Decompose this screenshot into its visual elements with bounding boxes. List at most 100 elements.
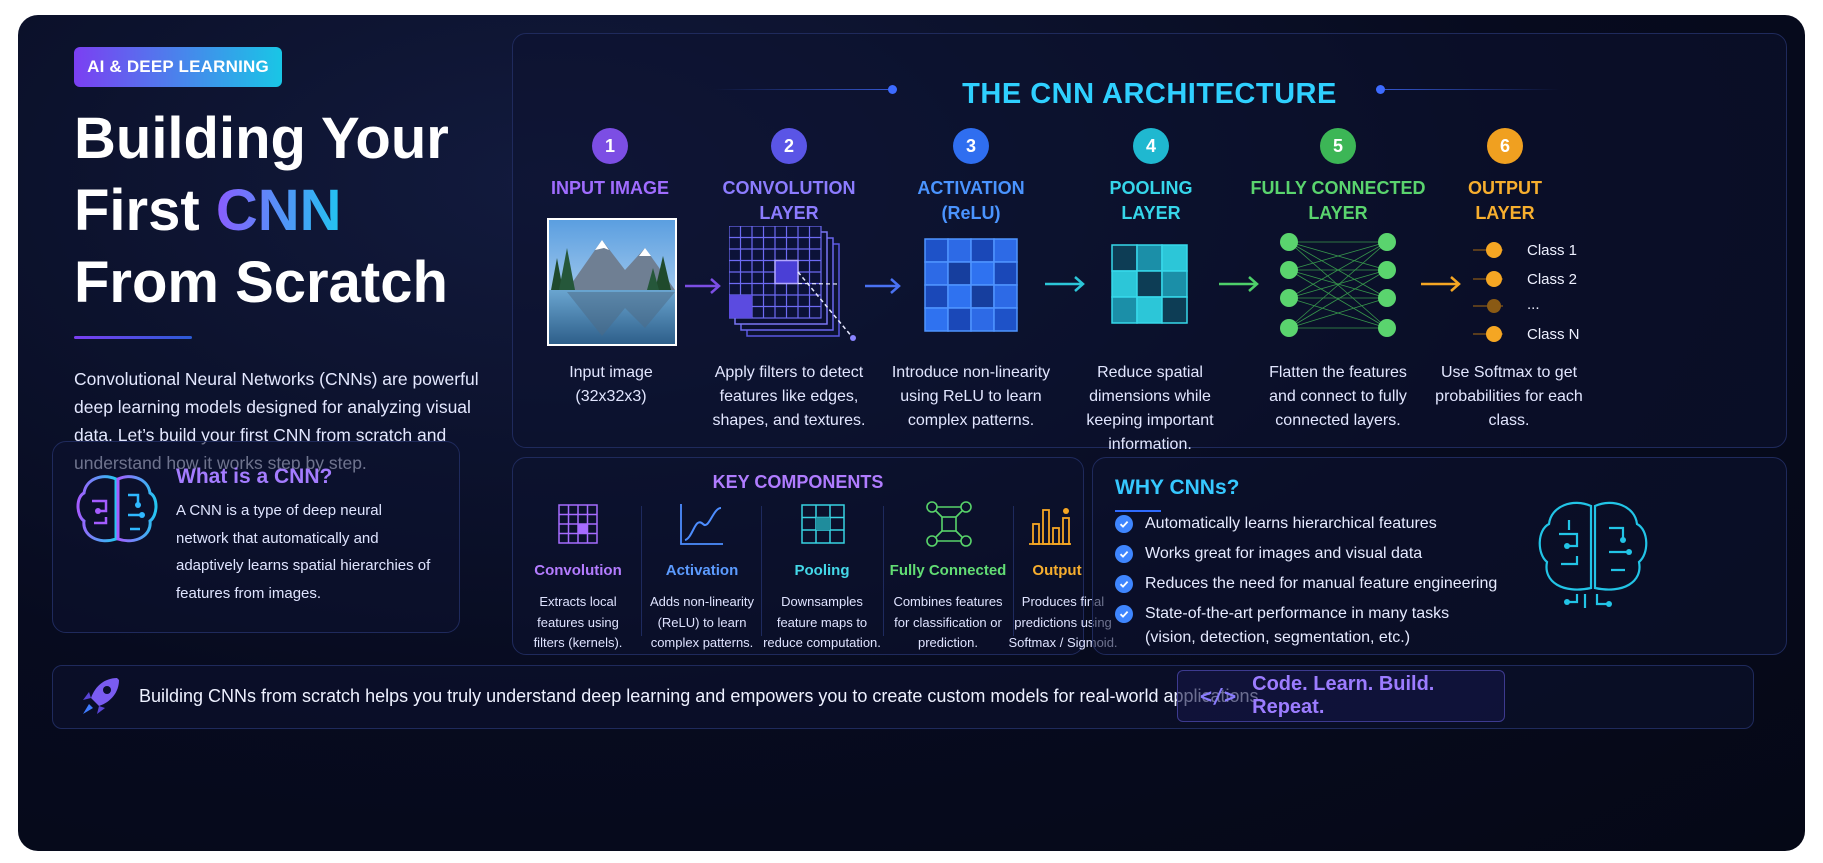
step-label-line-1: ACTIVATION — [917, 178, 1025, 198]
class-label: Class 2 — [1527, 271, 1578, 288]
what-is-cnn-body: A CNN is a type of deep neural network t… — [176, 502, 431, 602]
rocket-icon — [83, 678, 119, 714]
why-item-text: State-of-the-art performance in many tas… — [1145, 605, 1450, 646]
component-desc: Produces final predictions using Softmax… — [1008, 594, 1118, 650]
step-label: POOLING LAYER — [1056, 176, 1246, 226]
step-label-line-2: LAYER — [1475, 203, 1535, 223]
activation-grid-icon — [924, 238, 1018, 332]
step-pooling: 4 POOLING LAYER — [1056, 128, 1246, 226]
component-name: Pooling — [794, 562, 850, 579]
hero-line-2-accent: CNN — [215, 178, 342, 243]
neural-network-icon — [1280, 233, 1396, 337]
divider — [883, 506, 884, 636]
step-description: Introduce non-linearity using ReLU to le… — [891, 364, 1051, 429]
cta-text: Code. Learn. Build. Repeat. — [1252, 673, 1435, 718]
step-fully-connected: 5 FULLY CONNECTED LAYER — [1243, 128, 1433, 226]
step-activation: 3 ACTIVATION (ReLU) — [876, 128, 1066, 226]
convolution-grid-icon — [729, 226, 856, 341]
check-icon — [1115, 575, 1133, 593]
category-badge: AI & DEEP LEARNING — [74, 47, 282, 87]
class-label: ... — [1527, 296, 1540, 313]
step-convolution: 2 CONVOLUTION LAYER — [694, 128, 884, 226]
pooling-grid-icon — [1111, 244, 1188, 324]
arrow-right-icon — [865, 278, 901, 294]
architecture-panel: THE CNN ARCHITECTURE 1 INPUT IMAGE 2 CON… — [512, 33, 1787, 453]
component-name: Fully Connected — [889, 562, 1007, 579]
brain-circuit-icon — [1538, 501, 1648, 608]
title-line-right — [1385, 89, 1560, 90]
step-label-line-1: CONVOLUTION — [722, 178, 856, 198]
step-description: Apply filters to detect features like ed… — [712, 364, 866, 429]
footer-text: Building CNNs from scratch helps you tru… — [139, 686, 1264, 706]
step-number: 1 — [592, 128, 628, 164]
step-description: Reduce spatial dimensions while keeping … — [1086, 364, 1214, 453]
step-label-line-1: FULLY CONNECTED — [1250, 178, 1426, 198]
bar-chart-icon — [1029, 508, 1071, 545]
footer-bar: Building CNNs from scratch helps you tru… — [52, 665, 1754, 729]
step-number: 6 — [1487, 128, 1523, 164]
step-output: 6 OUTPUT LAYER — [1410, 128, 1600, 226]
check-icon — [1115, 545, 1133, 563]
hero-title: Building Your First CNN From Scratch — [74, 103, 449, 319]
what-is-cnn-panel — [52, 441, 460, 633]
what-is-cnn-title: What is a CNN? — [176, 465, 333, 488]
brain-circuit-icon — [76, 475, 158, 543]
component-desc: Downsamples feature maps to reduce compu… — [763, 594, 881, 650]
step-number: 5 — [1320, 128, 1356, 164]
step-number: 3 — [953, 128, 989, 164]
why-cnns-panel: WHY CNNs? Automatically learns hierarchi… — [1092, 457, 1787, 655]
step-label: INPUT IMAGE — [515, 176, 705, 201]
step-input-image: 1 INPUT IMAGE — [515, 128, 705, 201]
code-brackets-icon: </> — [1200, 684, 1237, 708]
why-item-text: Automatically learns hierarchical featur… — [1145, 515, 1437, 532]
step-label-line-2: LAYER — [759, 203, 819, 223]
component-name: Output — [1032, 562, 1082, 579]
check-icon — [1115, 605, 1133, 623]
step-label: FULLY CONNECTED LAYER — [1243, 176, 1433, 226]
step-label: CONVOLUTION LAYER — [694, 176, 884, 226]
check-icon — [1115, 515, 1133, 533]
why-item: State-of-the-art performance in many tas… — [1115, 602, 1455, 650]
grid-filter-icon — [558, 504, 598, 544]
step-label-line-2: (ReLU) — [941, 203, 1001, 223]
why-item: Works great for images and visual data — [1115, 542, 1422, 566]
component-name: Activation — [665, 562, 739, 579]
why-item-text: Reduces the need for manual feature engi… — [1145, 575, 1498, 592]
landscape-image-icon — [547, 218, 677, 346]
step-description: Input image (32x32x3) — [569, 364, 653, 405]
arrow-right-icon — [1219, 276, 1259, 292]
network-nodes-icon — [926, 501, 972, 547]
title-dot-right — [1376, 85, 1385, 94]
arrow-right-icon — [1421, 276, 1461, 292]
hero-line-2-plain: First — [74, 178, 216, 243]
why-item-text: Works great for images and visual data — [1145, 545, 1423, 562]
step-label-line-2: LAYER — [1308, 203, 1368, 223]
divider — [1013, 506, 1014, 636]
line-chart-icon — [680, 504, 723, 545]
why-divider — [1115, 510, 1161, 512]
step-label-line-1: POOLING — [1109, 178, 1193, 198]
step-number: 2 — [771, 128, 807, 164]
architecture-title: THE CNN ARCHITECTURE — [962, 78, 1337, 110]
step-number: 4 — [1133, 128, 1169, 164]
hero-line-1: Building Your — [74, 106, 449, 171]
key-components-title: KEY COMPONENTS — [712, 472, 884, 492]
divider — [641, 506, 642, 636]
component-desc: Adds non-linearity (ReLU) to learn compl… — [649, 594, 755, 650]
step-label-line-1: INPUT IMAGE — [550, 178, 669, 198]
cta-banner: </> Code. Learn. Build. Repeat. — [1177, 670, 1505, 722]
why-item: Automatically learns hierarchical featur… — [1115, 512, 1437, 536]
title-dot-left — [888, 85, 897, 94]
output-nodes-icon — [1473, 242, 1503, 342]
key-components-panel: KEY COMPONENTS Convolution Extracts loca… — [512, 457, 1118, 655]
arrow-right-icon — [1045, 276, 1085, 292]
why-title: WHY CNNs? — [1115, 476, 1240, 499]
step-label-line-2: LAYER — [1121, 203, 1181, 223]
step-description: Flatten the features and connect to full… — [1269, 364, 1407, 429]
why-item: Reduces the need for manual feature engi… — [1115, 572, 1497, 596]
step-label-line-1: OUTPUT — [1468, 178, 1542, 198]
arrow-right-icon — [685, 278, 721, 294]
infographic-frame: AI & DEEP LEARNING Building Your First C… — [18, 15, 1805, 851]
divider — [761, 506, 762, 636]
component-desc: Extracts local features using filters (k… — [533, 594, 623, 650]
